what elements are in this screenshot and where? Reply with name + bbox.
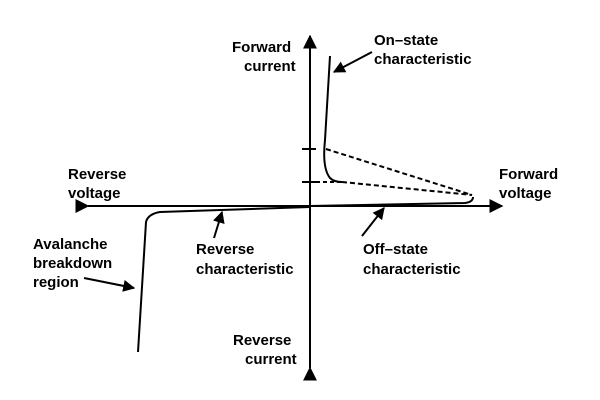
reverse-curve <box>137 206 311 353</box>
avalanche-pointer <box>83 277 136 292</box>
reverse-characteristic-pointer <box>213 210 225 239</box>
reverse-current-label: Reverse current <box>233 332 297 368</box>
switching-dashed-upper <box>325 148 473 196</box>
switching-dashed-lower <box>341 181 473 196</box>
reverse-voltage-label: Reverse voltage <box>68 166 131 202</box>
on-state-label: On–state characteristic <box>374 32 472 68</box>
off-state-label: Off–state characteristic <box>363 241 461 278</box>
forward-voltage-label: Forward voltage <box>499 166 562 202</box>
on-state-curve <box>323 55 343 183</box>
avalanche-label: Avalanche breakdown region <box>33 236 116 291</box>
reverse-characteristic-label: Reverse characteristic <box>196 241 294 278</box>
off-state-curve <box>309 196 474 207</box>
forward-current-label: Forward current <box>232 39 296 75</box>
off-state-pointer <box>361 207 385 237</box>
on-state-pointer <box>332 51 373 73</box>
